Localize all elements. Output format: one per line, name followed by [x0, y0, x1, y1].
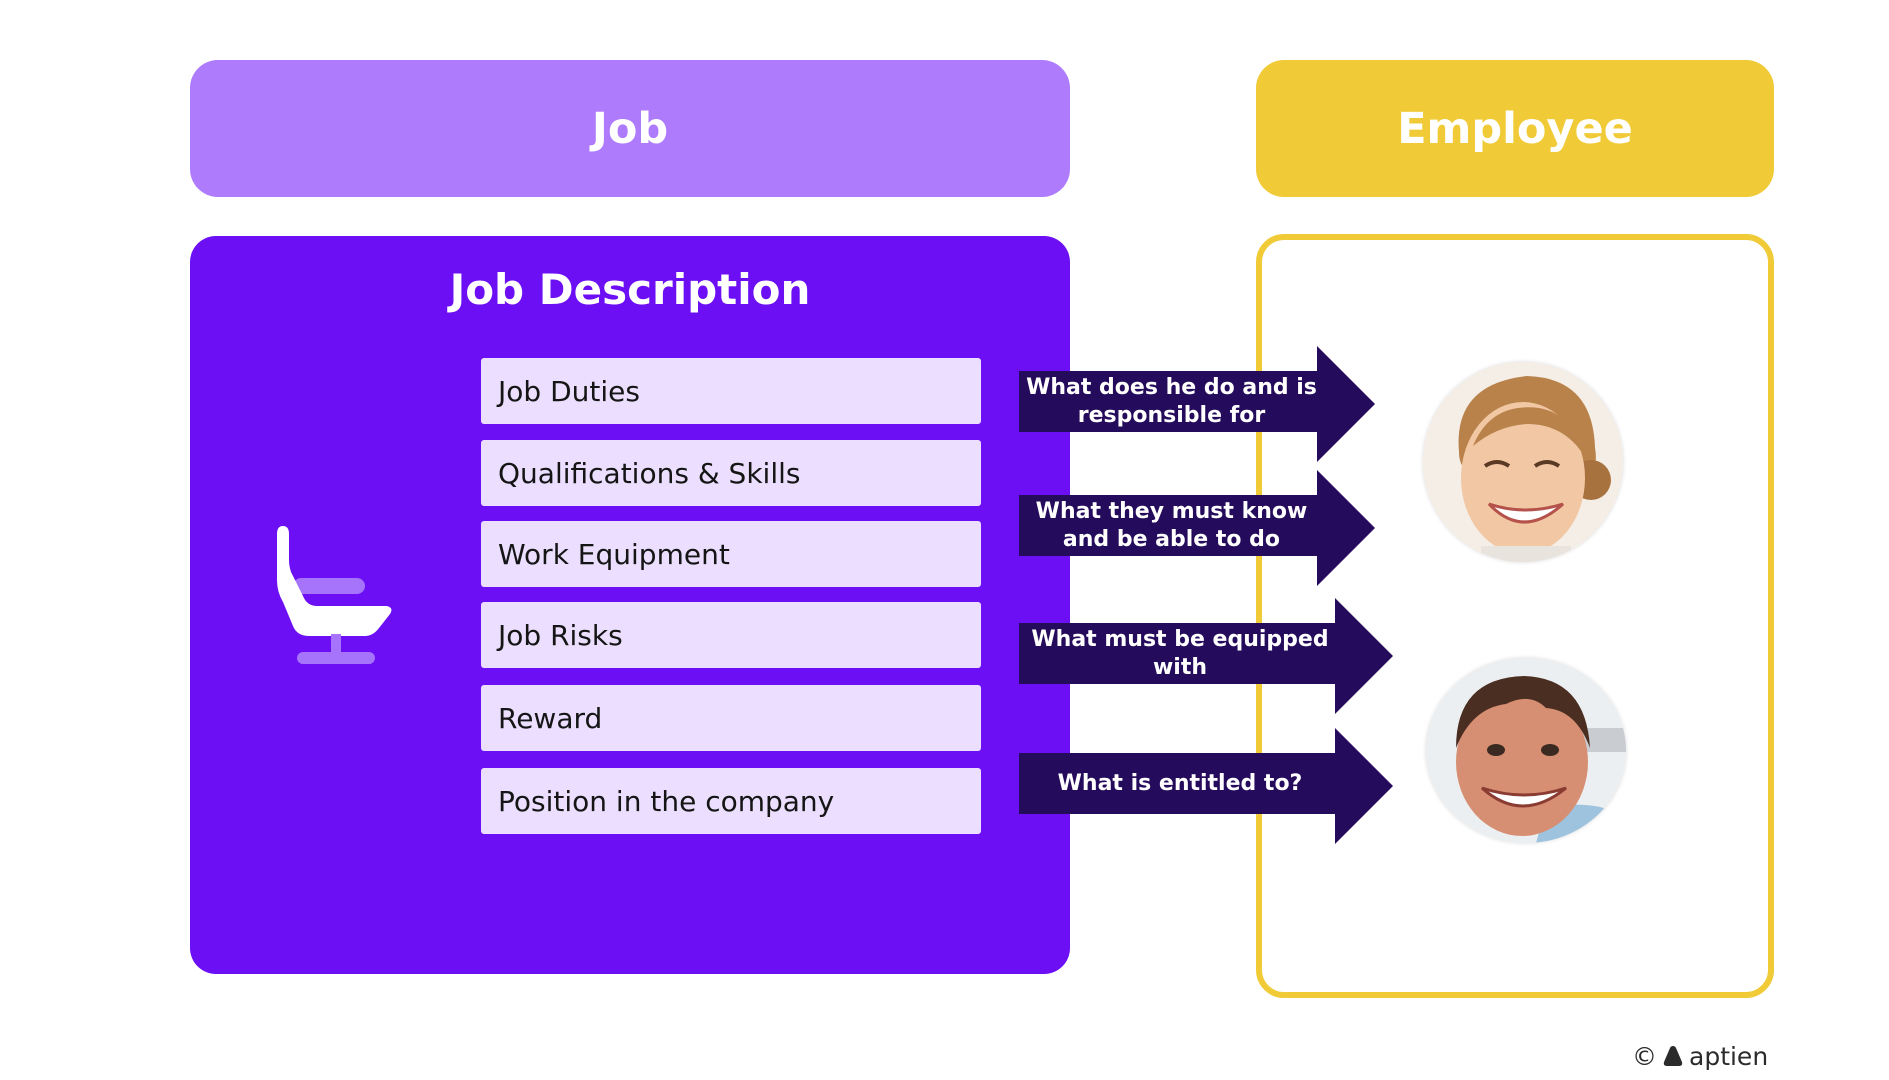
list-item-label: Reward — [498, 701, 603, 735]
arrow-skills — [1019, 470, 1375, 586]
office-chair-icon — [277, 526, 392, 664]
arrow-text-line: What must be equipped — [1031, 626, 1329, 652]
arrow-duties — [1019, 346, 1375, 462]
list-item-label: Work Equipment — [498, 537, 730, 571]
list-item-label: Job Risks — [498, 618, 623, 652]
list-item-label: Qualifications & Skills — [498, 456, 801, 490]
employee-header: Employee — [1256, 60, 1774, 197]
list-item-work-equipment: Work Equipment — [481, 521, 981, 587]
employee-photo-man — [1426, 658, 1626, 843]
arrow-text-line: What is entitled to? — [1057, 770, 1303, 796]
footer: © aptien — [1632, 1038, 1768, 1074]
list-item-qualifications: Qualifications & Skills — [481, 440, 981, 506]
arrow-text-line: What they must know — [1035, 498, 1308, 524]
employee-photo-woman — [1423, 362, 1623, 562]
list-item-position: Position in the company — [481, 768, 981, 834]
arrow-entitled — [1019, 728, 1393, 844]
arrow-text-line: responsible for — [1077, 402, 1266, 428]
list-item-reward: Reward — [481, 685, 981, 751]
arrow-text-line: What does he do and is — [1026, 374, 1317, 400]
arrow-equipment — [1019, 598, 1393, 714]
brand-name: aptien — [1689, 1041, 1769, 1071]
job-header: Job — [190, 60, 1070, 197]
list-item-job-risks: Job Risks — [481, 602, 981, 668]
arrow-entitled-label: What is entitled to? — [1019, 753, 1341, 814]
aptien-logo-icon — [1663, 1046, 1683, 1066]
list-item-job-duties: Job Duties — [481, 358, 981, 424]
arrow-text-line: with — [1152, 654, 1208, 680]
job-description-title: Job Description — [449, 265, 811, 314]
copyright-symbol: © — [1632, 1041, 1657, 1071]
list-item-label: Job Duties — [498, 374, 640, 408]
list-item-label: Position in the company — [498, 784, 835, 818]
job-header-label: Job — [591, 103, 669, 154]
employee-header-label: Employee — [1397, 103, 1633, 154]
arrow-text-line: and be able to do — [1062, 526, 1281, 552]
smiling-man-avatar — [1426, 658, 1626, 843]
smiling-woman-avatar — [1423, 362, 1623, 562]
